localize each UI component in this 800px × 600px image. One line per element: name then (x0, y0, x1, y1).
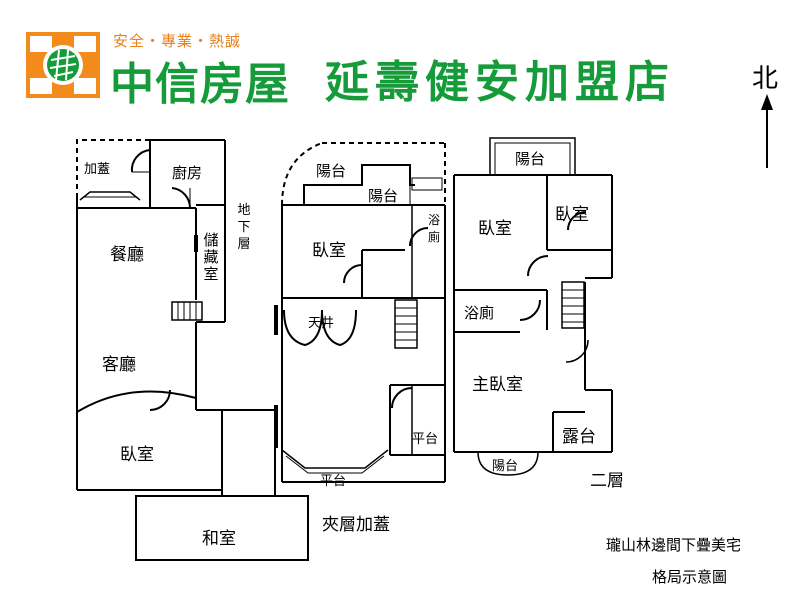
header: 安全・專業・熱誠 中信房屋 延壽健安加盟店 (0, 0, 800, 130)
floor-label-2f: 二層 (590, 471, 624, 491)
room-label-bedroom-2f-right: 臥室 (555, 205, 589, 225)
room-label-balcony-top: 陽台 (316, 162, 347, 180)
room-label-balcony-2f-bottom: 陽台 (492, 459, 519, 474)
room-label-deck: 露台 (562, 427, 596, 447)
room-label-bath-2f: 浴廁 (464, 304, 495, 322)
room-label-terrace-bottom: 平台 (320, 474, 347, 489)
floor-plan-caption: 格局示意圖 (652, 568, 728, 586)
room-label-balcony-2f-top: 陽台 (515, 150, 546, 168)
north-arrow-icon (761, 94, 773, 168)
brand-name: 中信房屋 (110, 59, 290, 110)
room-label-mezz-bedroom: 臥室 (312, 241, 346, 261)
room-label-dining: 餐廳 (110, 245, 144, 265)
basement-plan (76, 139, 309, 561)
room-label-master-bedroom: 主臥室 (472, 375, 523, 395)
company-slogan: 安全・專業・熱誠 (113, 32, 242, 50)
room-label-japanese-room: 和室 (202, 529, 236, 549)
room-label-terrace-right: 平台 (412, 432, 439, 447)
logo-emblem-icon (26, 32, 100, 98)
north-label: 北 (752, 64, 779, 94)
store-name: 延壽健安加盟店 (325, 57, 675, 108)
mezzanine-plan (274, 142, 446, 483)
room-label-kitchen: 廚房 (172, 164, 203, 182)
room-label-bedroom-basement: 臥室 (120, 445, 154, 465)
room-label-skylight: 天井 (308, 316, 335, 331)
second-floor-plan (453, 137, 613, 476)
company-logo (26, 32, 100, 98)
room-label-basement: 地下層 (237, 203, 251, 252)
room-label-bedroom-2f-left: 臥室 (478, 219, 512, 239)
property-name: 瓏山林邊間下疊美宅 (606, 536, 742, 554)
room-label-living: 客廳 (102, 355, 136, 375)
room-label-extension: 加蓋 (84, 162, 111, 177)
room-label-storage: 儲藏室 (203, 231, 219, 283)
room-label-mezz-bath: 浴廁 (427, 213, 440, 244)
mezzanine-label: 夾層加蓋 (322, 515, 390, 535)
room-label-balcony-mid: 陽台 (368, 187, 399, 205)
